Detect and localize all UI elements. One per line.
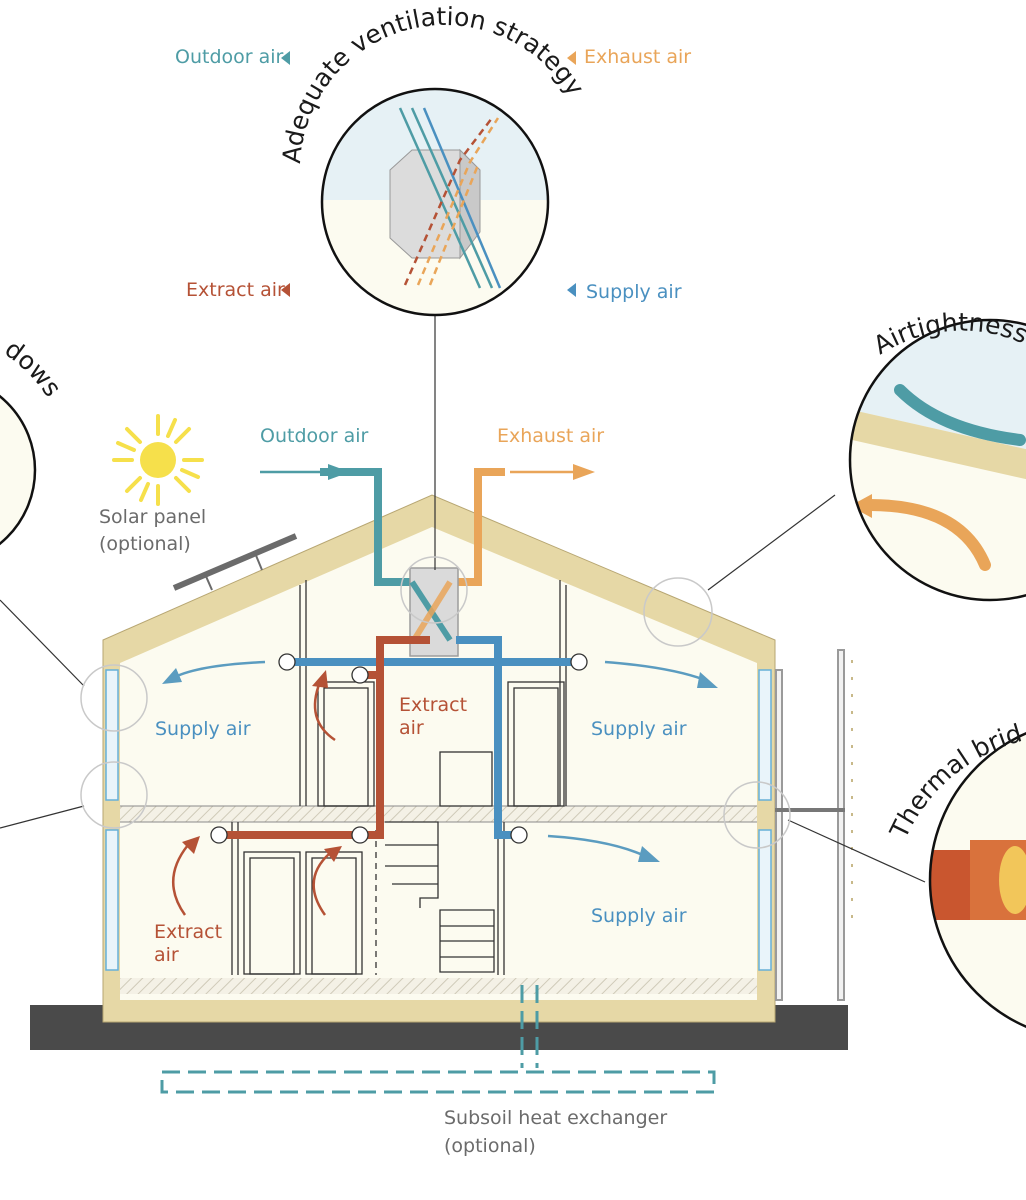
subsoil-label: Subsoil heat exchanger	[444, 1107, 667, 1129]
ventilation-ducts	[220, 468, 580, 839]
windows-callout: dows	[0, 334, 67, 546]
extract-air-lower-line2: air	[154, 944, 179, 966]
extract-air-lower-line1: Extract	[154, 921, 222, 943]
exhaust-air-marker-icon	[567, 51, 576, 65]
callout-outdoor-air-label: Outdoor air	[175, 46, 284, 68]
airtightness-callout: Airtightness	[848, 308, 1026, 602]
extract-air-upper-line2: air	[399, 717, 424, 739]
interior-walls	[231, 580, 567, 975]
windows-callout-title: dows	[0, 334, 67, 402]
window-glazing	[105, 669, 772, 971]
flow-arrows	[162, 464, 718, 916]
house-shell	[102, 494, 776, 1023]
subsoil-heat-exchanger	[160, 985, 716, 1094]
supply-air-label-right: Supply air	[591, 718, 687, 740]
supply-air-label-ground: Supply air	[591, 905, 687, 927]
detail-markers	[80, 556, 791, 849]
extract-air-upper-line1: Extract	[399, 694, 467, 716]
callout-extract-air-label: Extract air	[186, 279, 285, 301]
outdoor-air-marker-icon	[281, 51, 290, 65]
sun-icon	[112, 414, 204, 506]
solar-panel-label: Solar panel	[99, 506, 206, 528]
callout-supply-air-label: Supply air	[586, 281, 682, 303]
extract-air-marker-icon	[281, 283, 290, 297]
ventilation-callout: Adequate ventilation strategy	[277, 2, 590, 317]
house-exhaust-air-label: Exhaust air	[497, 425, 604, 447]
house-outdoor-air-label: Outdoor air	[260, 425, 369, 447]
supply-air-marker-icon	[567, 283, 576, 297]
callout-exhaust-air-label: Exhaust air	[584, 46, 691, 68]
balcony-structure	[775, 649, 853, 1001]
callout-leader-lines	[0, 315, 926, 883]
solar-panel-optional-label: (optional)	[99, 533, 191, 555]
subsoil-optional-label: (optional)	[444, 1135, 536, 1157]
supply-air-label-left: Supply air	[155, 718, 251, 740]
solar-panel	[172, 533, 298, 591]
air-valves	[210, 653, 588, 844]
